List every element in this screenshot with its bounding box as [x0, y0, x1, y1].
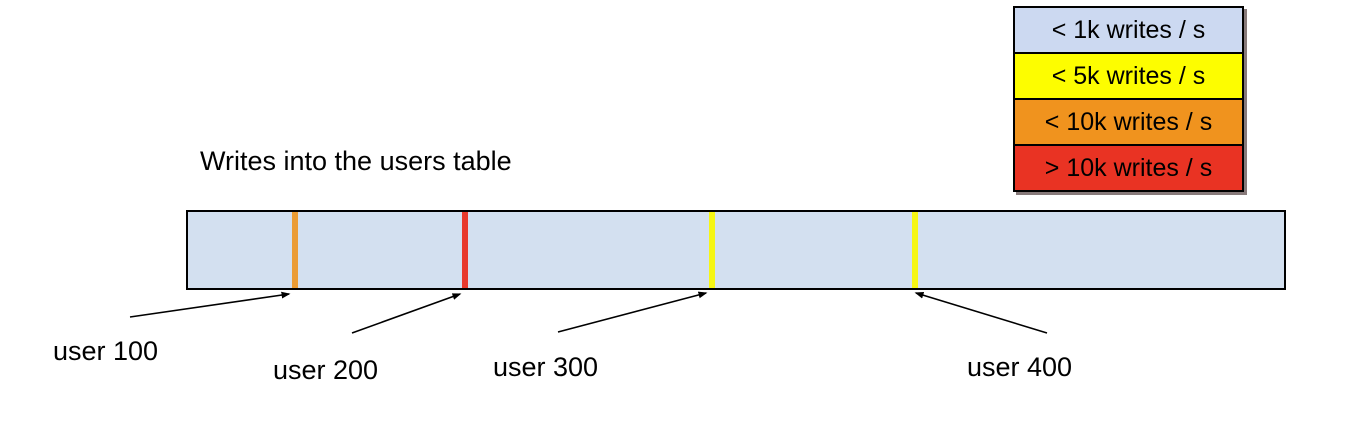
- arrow-user-400: [914, 291, 1048, 334]
- legend-row-lt-5k: < 5k writes / s: [1013, 52, 1244, 100]
- hotspot-marker-user-200: [462, 212, 468, 288]
- user-200-label: user 200: [273, 355, 379, 385]
- legend-label-lt-1k: < 1k writes / s: [1051, 15, 1206, 44]
- legend: < 1k writes / s < 5k writes / s < 10k wr…: [1013, 6, 1244, 192]
- user-100-label: user 100: [53, 336, 159, 366]
- diagram-title: Writes into the users table: [200, 146, 512, 176]
- hotspot-marker-user-400: [912, 212, 918, 288]
- arrow-user-200: [351, 293, 462, 334]
- hotspot-marker-user-300: [709, 212, 715, 288]
- legend-row-gt-10k: > 10k writes / s: [1013, 144, 1244, 192]
- legend-row-lt-10k: < 10k writes / s: [1013, 98, 1244, 146]
- legend-label-lt-5k: < 5k writes / s: [1051, 61, 1206, 90]
- user-400-label: user 400: [967, 352, 1073, 382]
- user-300-label: user 300: [493, 352, 599, 382]
- legend-label-lt-10k: < 10k writes / s: [1044, 107, 1213, 136]
- legend-row-lt-1k: < 1k writes / s: [1013, 6, 1244, 54]
- arrow-user-300: [557, 291, 708, 333]
- hotspot-marker-user-100: [292, 212, 298, 288]
- arrow-user-100: [129, 291, 291, 318]
- legend-label-gt-10k: > 10k writes / s: [1044, 153, 1213, 182]
- users-table-bar: [186, 210, 1286, 290]
